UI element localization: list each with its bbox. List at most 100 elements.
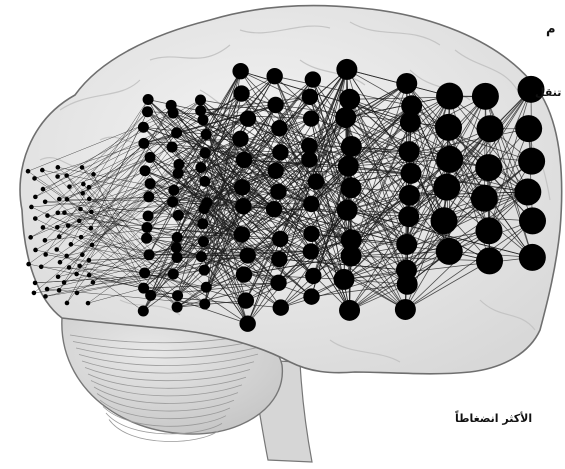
neuron-node xyxy=(145,152,156,163)
neuron-node xyxy=(55,174,60,179)
neuron-node xyxy=(396,73,417,94)
neuron-node xyxy=(195,162,206,173)
neuron-node xyxy=(337,200,358,221)
neuron-node xyxy=(305,71,321,87)
neuron-node xyxy=(436,146,463,173)
cropped-text-fragment-middle: تنقل xyxy=(535,86,561,99)
neuron-node xyxy=(43,294,48,299)
neuron-node xyxy=(168,185,179,196)
neuron-node xyxy=(168,108,179,119)
cropped-text-fragment-bottom: الأكثر انضغاطاً xyxy=(455,412,532,425)
neuron-node xyxy=(80,191,85,196)
neuron-node xyxy=(33,248,38,253)
neuron-node xyxy=(271,120,287,136)
neuron-node xyxy=(81,182,86,187)
neuron-node xyxy=(65,197,70,202)
neuron-node xyxy=(200,148,211,159)
neuron-node xyxy=(65,301,70,306)
neuron-node xyxy=(29,205,34,210)
neuron-node xyxy=(234,226,250,242)
neuron-node xyxy=(519,207,546,234)
neuron-node xyxy=(39,264,44,269)
neuron-node xyxy=(305,268,321,284)
neuron-node xyxy=(138,306,149,317)
neuron-node xyxy=(338,156,359,177)
neuron-node xyxy=(62,210,67,215)
neuron-node xyxy=(395,299,416,320)
neuron-node xyxy=(197,114,208,125)
neuron-node xyxy=(267,163,283,179)
neuron-node xyxy=(91,172,96,177)
neuron-node xyxy=(171,242,182,253)
neuron-node xyxy=(236,266,252,282)
neuron-node xyxy=(308,173,324,189)
neuron-node xyxy=(514,178,541,205)
neuron-node xyxy=(143,211,154,222)
neuron-node xyxy=(57,288,62,293)
neuron-node xyxy=(472,83,499,110)
neuron-node xyxy=(139,165,150,176)
neuron-node xyxy=(266,201,282,217)
neuron-node xyxy=(201,282,212,293)
neuron-node xyxy=(396,234,417,255)
neuron-node xyxy=(172,232,183,243)
neuron-node xyxy=(90,243,95,248)
neuron-node xyxy=(75,291,80,296)
neuron-node xyxy=(66,223,71,228)
neuron-node xyxy=(77,264,82,269)
neuron-node xyxy=(266,68,282,84)
neuron-node xyxy=(33,195,38,200)
neuron-node xyxy=(145,178,156,189)
neuron-node xyxy=(273,299,289,315)
neuron-node xyxy=(143,94,154,105)
neuron-node xyxy=(236,152,252,168)
neuron-node xyxy=(400,112,421,133)
neuron-node xyxy=(80,165,85,170)
neuron-node xyxy=(397,274,418,295)
neuron-node xyxy=(33,216,38,221)
neuron-node xyxy=(67,184,72,189)
neuron-node xyxy=(239,315,255,331)
neuron-node xyxy=(173,168,184,179)
neuron-node xyxy=(91,280,96,285)
neuron-node xyxy=(435,114,462,141)
neuron-node xyxy=(45,287,50,292)
neuron-node xyxy=(238,292,254,308)
neuron-node xyxy=(433,174,460,201)
neuron-node xyxy=(232,63,248,79)
neuron-node xyxy=(235,198,251,214)
neuron-node xyxy=(195,94,206,105)
neuron-node xyxy=(399,185,420,206)
neuron-node xyxy=(33,281,38,286)
neuron-node xyxy=(144,249,155,260)
neuron-node xyxy=(86,301,91,306)
neuron-node xyxy=(32,176,37,181)
neuron-node xyxy=(475,217,502,244)
neuron-node xyxy=(336,59,357,80)
neuron-node xyxy=(143,191,154,202)
neuron-node xyxy=(87,258,92,263)
neuron-node xyxy=(515,115,542,142)
neuron-node xyxy=(267,97,283,113)
neuron-node xyxy=(303,196,319,212)
neuron-node xyxy=(199,299,210,310)
neuron-node xyxy=(167,196,178,207)
neuron-node xyxy=(196,251,207,262)
neuron-node xyxy=(302,89,318,105)
neuron-node xyxy=(54,247,59,252)
neuron-node xyxy=(78,207,83,212)
neuron-node xyxy=(89,226,94,231)
neuron-node xyxy=(58,260,63,265)
neuron-node xyxy=(199,203,210,214)
neuron-node xyxy=(43,238,48,243)
neuron-node xyxy=(173,210,184,221)
neuron-node xyxy=(475,154,502,181)
neuron-node xyxy=(303,288,319,304)
neuron-node xyxy=(145,290,156,301)
neuron-node xyxy=(303,243,319,259)
neuron-node xyxy=(69,242,74,247)
neuron-node xyxy=(89,210,94,215)
neuron-node xyxy=(197,218,208,229)
neuron-node xyxy=(270,184,286,200)
